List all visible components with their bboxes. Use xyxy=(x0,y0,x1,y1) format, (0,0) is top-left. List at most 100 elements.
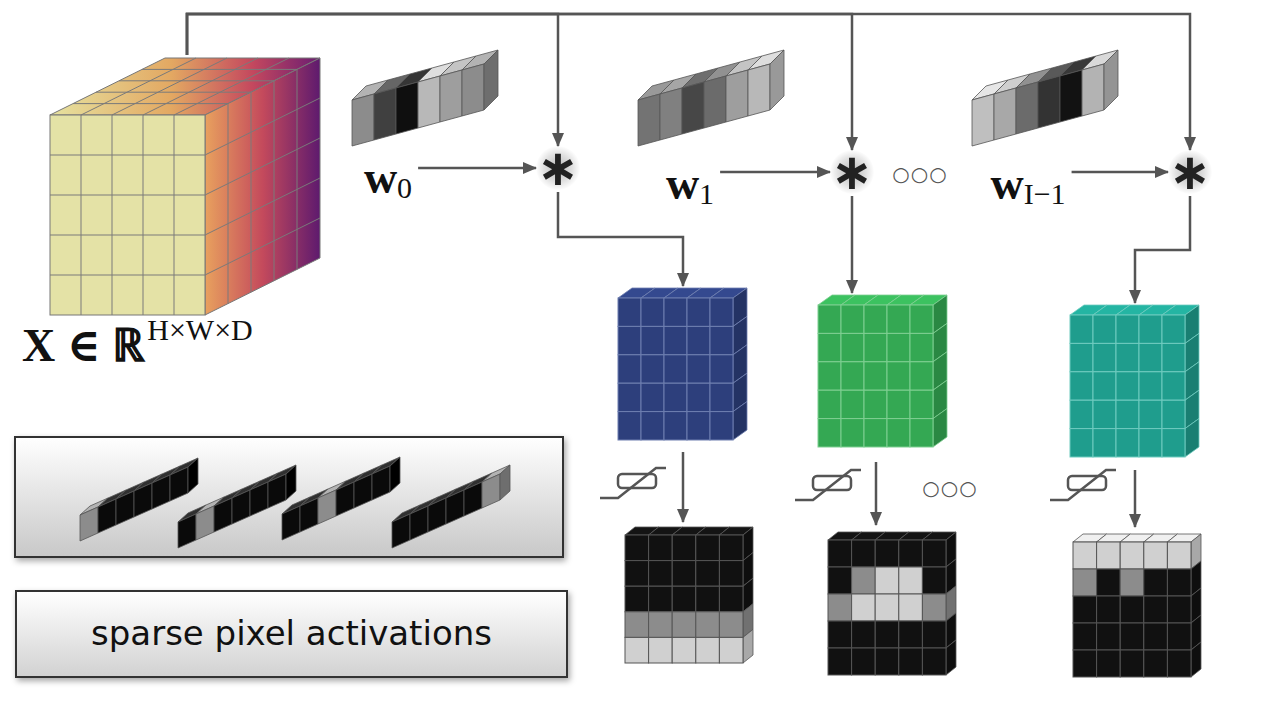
cube-front xyxy=(170,467,188,501)
slab-cell xyxy=(1116,400,1139,428)
connector xyxy=(720,171,830,174)
slab-cell xyxy=(687,412,710,440)
slab-cell xyxy=(672,535,696,561)
grid-line xyxy=(297,69,298,269)
cube-end xyxy=(286,465,296,500)
slab-cell xyxy=(1144,650,1168,677)
slab-cell xyxy=(1144,542,1168,569)
connector xyxy=(187,14,558,146)
feature-map xyxy=(618,288,747,440)
slab-cell xyxy=(1162,429,1185,457)
slab-cell xyxy=(1139,400,1162,428)
slab-cell xyxy=(1093,400,1116,428)
slab-cell xyxy=(664,412,687,440)
slab-cell xyxy=(887,333,910,361)
slab-cell xyxy=(1167,623,1191,650)
slab-cell xyxy=(864,390,887,418)
slab-cell xyxy=(841,305,864,333)
cube-front xyxy=(374,88,396,140)
slab-cell xyxy=(1070,315,1093,343)
filter-label: w0 xyxy=(358,151,418,205)
slab-cell xyxy=(864,362,887,390)
cube-front xyxy=(152,475,170,509)
slab-side xyxy=(733,402,747,440)
grid-line xyxy=(50,195,205,196)
slab-cell xyxy=(618,298,641,326)
cube-front-face xyxy=(50,115,205,315)
slab-cell xyxy=(910,419,933,447)
slab-cell xyxy=(818,305,841,333)
cube-end xyxy=(500,465,510,500)
cube-front xyxy=(1038,76,1060,128)
slab-cell xyxy=(710,326,733,354)
slab-cell xyxy=(910,362,933,390)
slab-cell xyxy=(875,648,899,675)
sigmoid-icon xyxy=(600,468,666,498)
activation-map xyxy=(1073,534,1201,677)
sparse-vector xyxy=(282,457,400,540)
slab-cell xyxy=(687,298,710,326)
slab-cell xyxy=(1139,372,1162,400)
filter-name: w xyxy=(666,161,699,207)
cube-front xyxy=(660,88,682,140)
slab-cell xyxy=(687,326,710,354)
slab-cell xyxy=(828,621,852,648)
slab-cell xyxy=(649,612,673,638)
slab-cell xyxy=(1073,542,1097,569)
cube-end xyxy=(390,457,400,492)
nonlinearity-icons xyxy=(600,468,1116,500)
cube-front xyxy=(372,466,390,500)
cube-front xyxy=(994,88,1016,140)
slab-cell xyxy=(1144,623,1168,650)
slab-cell xyxy=(922,567,946,594)
slab-cell xyxy=(1116,429,1139,457)
slab-cell xyxy=(696,612,720,638)
slab-cell xyxy=(719,561,743,587)
cube-front xyxy=(300,498,318,532)
cube-front xyxy=(392,514,410,548)
slab-cell xyxy=(696,637,720,663)
grid-line xyxy=(112,58,227,115)
cube-front xyxy=(98,499,116,533)
cube-front xyxy=(318,490,336,524)
output-arrow xyxy=(1135,196,1190,303)
slab-cell xyxy=(672,612,696,638)
slab-cell xyxy=(618,355,641,383)
grid-line xyxy=(50,155,205,156)
cube-end xyxy=(484,50,498,110)
slab-cell xyxy=(625,637,649,663)
slab-cell xyxy=(818,390,841,418)
cube-front xyxy=(638,94,660,146)
sigmoid-box xyxy=(1068,476,1106,490)
slab-cell xyxy=(864,305,887,333)
activation-arrow xyxy=(1134,470,1137,527)
tensor-label: X ∈ ℝH×W×D xyxy=(22,323,253,369)
slab-cell xyxy=(664,383,687,411)
cube-front xyxy=(352,94,374,146)
slab-cell xyxy=(1144,569,1168,596)
activation-arrow xyxy=(682,452,685,522)
cube-front xyxy=(214,498,232,532)
caption-text: sparse pixel activations xyxy=(91,615,492,652)
slab-cell xyxy=(1120,650,1144,677)
sparse-vectors xyxy=(80,457,510,548)
slab-cell xyxy=(1097,650,1121,677)
convolution-symbol: ∗ xyxy=(1169,150,1211,194)
slab-cell xyxy=(687,355,710,383)
slab-cell xyxy=(828,567,852,594)
cube-front xyxy=(250,482,268,516)
slab-cell xyxy=(1139,315,1162,343)
cube-front xyxy=(1082,64,1104,116)
slab-cell xyxy=(1162,343,1185,371)
slab-cell xyxy=(887,390,910,418)
sigmoid-icon xyxy=(1050,470,1116,500)
slab-cell xyxy=(710,355,733,383)
slab-cell xyxy=(910,305,933,333)
sigmoid-curve xyxy=(795,470,861,500)
slab-cell xyxy=(1139,343,1162,371)
slab-cell xyxy=(1097,623,1121,650)
convolution-symbol: ∗ xyxy=(537,146,579,190)
cube-front xyxy=(232,490,250,524)
slab-cell xyxy=(664,298,687,326)
slab-side xyxy=(933,409,947,447)
